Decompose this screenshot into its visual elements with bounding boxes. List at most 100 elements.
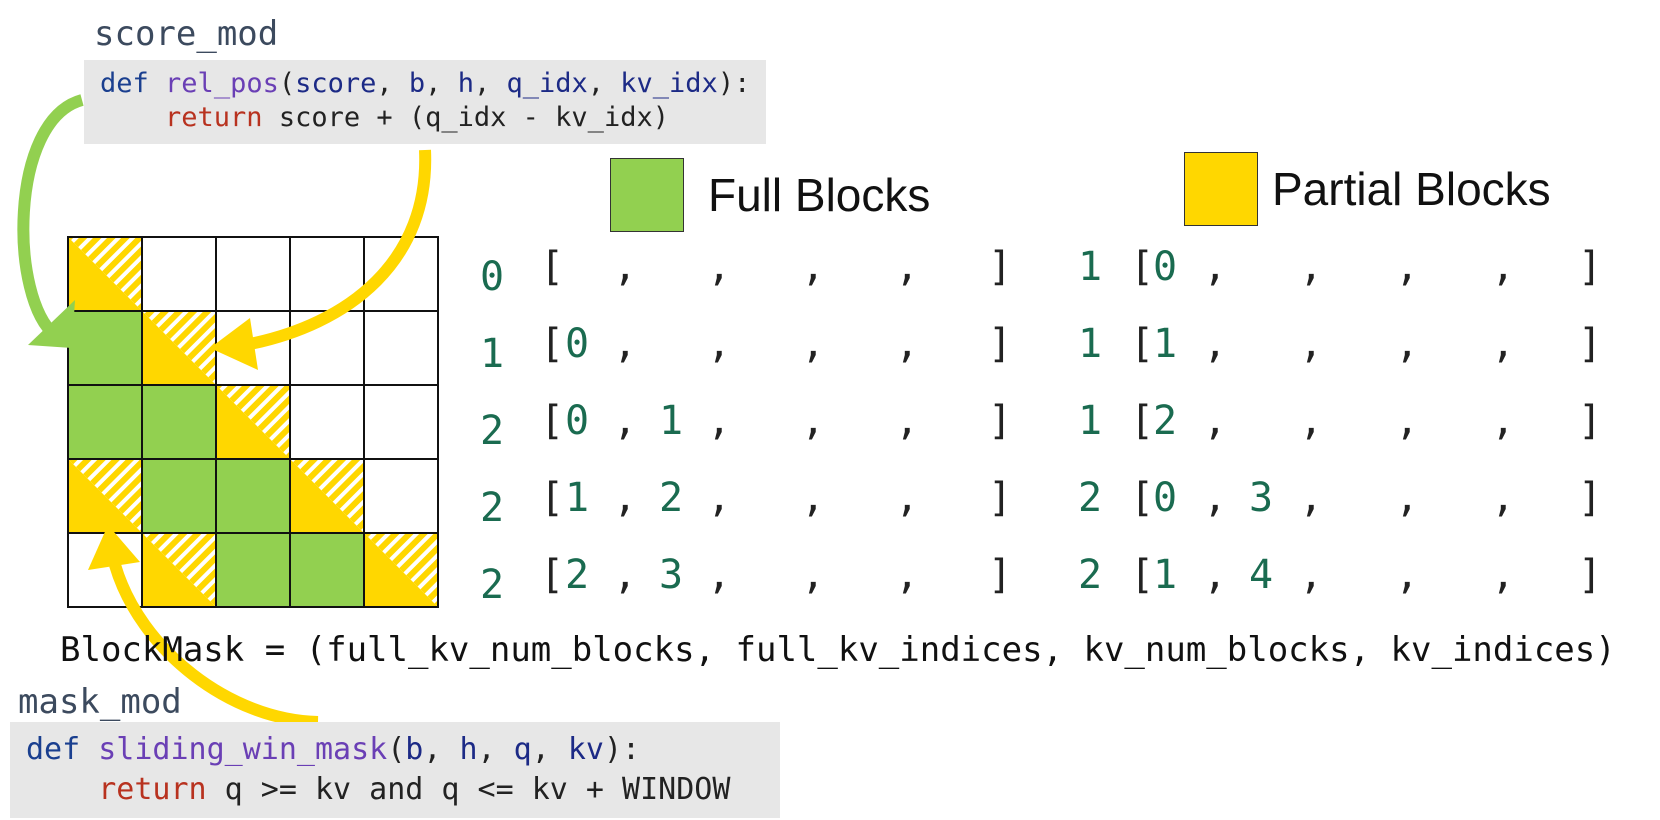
comma: , bbox=[613, 552, 638, 598]
return-expression: score + (q_idx - kv_idx) bbox=[262, 102, 669, 133]
block-index-value: 0 bbox=[1153, 244, 1178, 290]
comma: , bbox=[895, 398, 920, 444]
block-grid bbox=[67, 236, 439, 608]
comma: , bbox=[707, 552, 732, 598]
legend-full-swatch bbox=[610, 158, 684, 232]
grid-cell-bg bbox=[364, 311, 438, 385]
comma: , bbox=[801, 321, 826, 367]
block-index-value: 1 bbox=[565, 475, 590, 521]
grid-cell-full bbox=[67, 310, 143, 386]
bracket-close: ] bbox=[988, 398, 1013, 444]
bracket-open: [ bbox=[1130, 552, 1155, 598]
indent bbox=[26, 772, 98, 807]
paren-close: ): bbox=[603, 732, 641, 767]
yellow-arrowhead-score bbox=[210, 318, 258, 370]
block-index-value: 1 bbox=[659, 398, 684, 444]
bracket-close: ] bbox=[988, 552, 1013, 598]
comma: , bbox=[1395, 398, 1420, 444]
grid-cell-full bbox=[141, 458, 217, 534]
score-mod-code-line-1: def rel_pos(score, b, h, q_idx, kv_idx): bbox=[100, 68, 750, 99]
block-index-value: 3 bbox=[1249, 475, 1274, 521]
arg-h: h bbox=[459, 732, 478, 767]
comma: , bbox=[707, 321, 732, 367]
separator: , bbox=[473, 68, 507, 99]
grid-cell-partial bbox=[141, 532, 217, 608]
num-blocks-value: 2 bbox=[1078, 475, 1103, 521]
bracket-close: ] bbox=[1578, 552, 1603, 598]
grid-cell-border bbox=[363, 532, 439, 608]
mask-mod-code-line-1: def sliding_win_mask(b, h, q, kv): bbox=[26, 732, 640, 767]
separator: , bbox=[587, 68, 621, 99]
arg-kv: kv bbox=[567, 732, 604, 767]
arg-q: q bbox=[513, 732, 532, 767]
keyword-return: return bbox=[98, 772, 207, 807]
grid-cell-partial bbox=[67, 236, 143, 312]
grid-cell-bg bbox=[216, 237, 290, 311]
score-mod-label: score_mod bbox=[94, 14, 279, 54]
grid-cell-full bbox=[215, 458, 291, 534]
block-index-value: 0 bbox=[565, 321, 590, 367]
grid-cell-bg bbox=[142, 237, 216, 311]
mask-mod-code-line-2: return q >= kv and q <= kv + WINDOW bbox=[26, 772, 730, 807]
grid-cell-bg bbox=[364, 459, 438, 533]
grid-cell-partial bbox=[363, 532, 439, 608]
comma: , bbox=[1203, 475, 1228, 521]
separator: , bbox=[425, 68, 458, 99]
block-index-value: 2 bbox=[659, 475, 684, 521]
comma: , bbox=[801, 475, 826, 521]
partial-solid-half bbox=[216, 385, 290, 459]
grid-cell-bg bbox=[290, 385, 364, 459]
mask-mod-code-box: def sliding_win_mask(b, h, q, kv): retur… bbox=[10, 722, 780, 818]
num-blocks-value: 2 bbox=[480, 562, 505, 608]
arg-score: score bbox=[295, 68, 377, 99]
block-index-value: 1 bbox=[1153, 321, 1178, 367]
block-index-value: 3 bbox=[659, 552, 684, 598]
bracket-close: ] bbox=[1578, 321, 1603, 367]
comma: , bbox=[1299, 321, 1324, 367]
comma: , bbox=[1491, 321, 1516, 367]
comma: , bbox=[613, 321, 638, 367]
grid-cell-bg bbox=[216, 459, 290, 533]
keyword-def: def bbox=[26, 732, 81, 767]
legend-partial-swatch bbox=[1184, 152, 1258, 226]
partial-solid-half bbox=[68, 459, 142, 533]
bracket-close: ] bbox=[988, 244, 1013, 290]
comma: , bbox=[1203, 398, 1228, 444]
grid-cell-bg bbox=[68, 385, 142, 459]
blockmask-definition: BlockMask = (full_kv_num_blocks, full_kv… bbox=[60, 630, 1616, 670]
grid-cell-partial bbox=[141, 310, 217, 386]
comma: , bbox=[1203, 244, 1228, 290]
bracket-open: [ bbox=[1130, 244, 1155, 290]
partial-solid-half bbox=[68, 237, 142, 311]
num-blocks-value: 1 bbox=[1078, 244, 1103, 290]
block-index-value: 2 bbox=[565, 552, 590, 598]
comma: , bbox=[613, 244, 638, 290]
yellow-arrowhead-mask bbox=[88, 525, 140, 570]
function-name: rel_pos bbox=[165, 68, 279, 99]
grid-cell-full bbox=[141, 384, 217, 460]
comma: , bbox=[1395, 552, 1420, 598]
grid-cell-empty bbox=[363, 384, 439, 460]
bracket-open: [ bbox=[1130, 475, 1155, 521]
comma: , bbox=[895, 244, 920, 290]
comma: , bbox=[801, 398, 826, 444]
bracket-open: [ bbox=[540, 321, 565, 367]
comma: , bbox=[1491, 398, 1516, 444]
comma: , bbox=[801, 552, 826, 598]
comma: , bbox=[707, 475, 732, 521]
block-index-value: 2 bbox=[1153, 398, 1178, 444]
num-blocks-value: 1 bbox=[1078, 321, 1103, 367]
mask-mod-label: mask_mod bbox=[18, 682, 182, 722]
grid-cell-empty bbox=[363, 458, 439, 534]
grid-cell-empty bbox=[363, 310, 439, 386]
partial-solid-half bbox=[290, 459, 364, 533]
comma: , bbox=[707, 244, 732, 290]
grid-cell-bg bbox=[68, 311, 142, 385]
comma: , bbox=[1491, 244, 1516, 290]
comma: , bbox=[1395, 475, 1420, 521]
block-index-value: 0 bbox=[565, 398, 590, 444]
paren-close: ): bbox=[717, 68, 751, 99]
keyword-def: def bbox=[100, 68, 149, 99]
num-blocks-value: 1 bbox=[1078, 398, 1103, 444]
bracket-open: [ bbox=[540, 552, 565, 598]
